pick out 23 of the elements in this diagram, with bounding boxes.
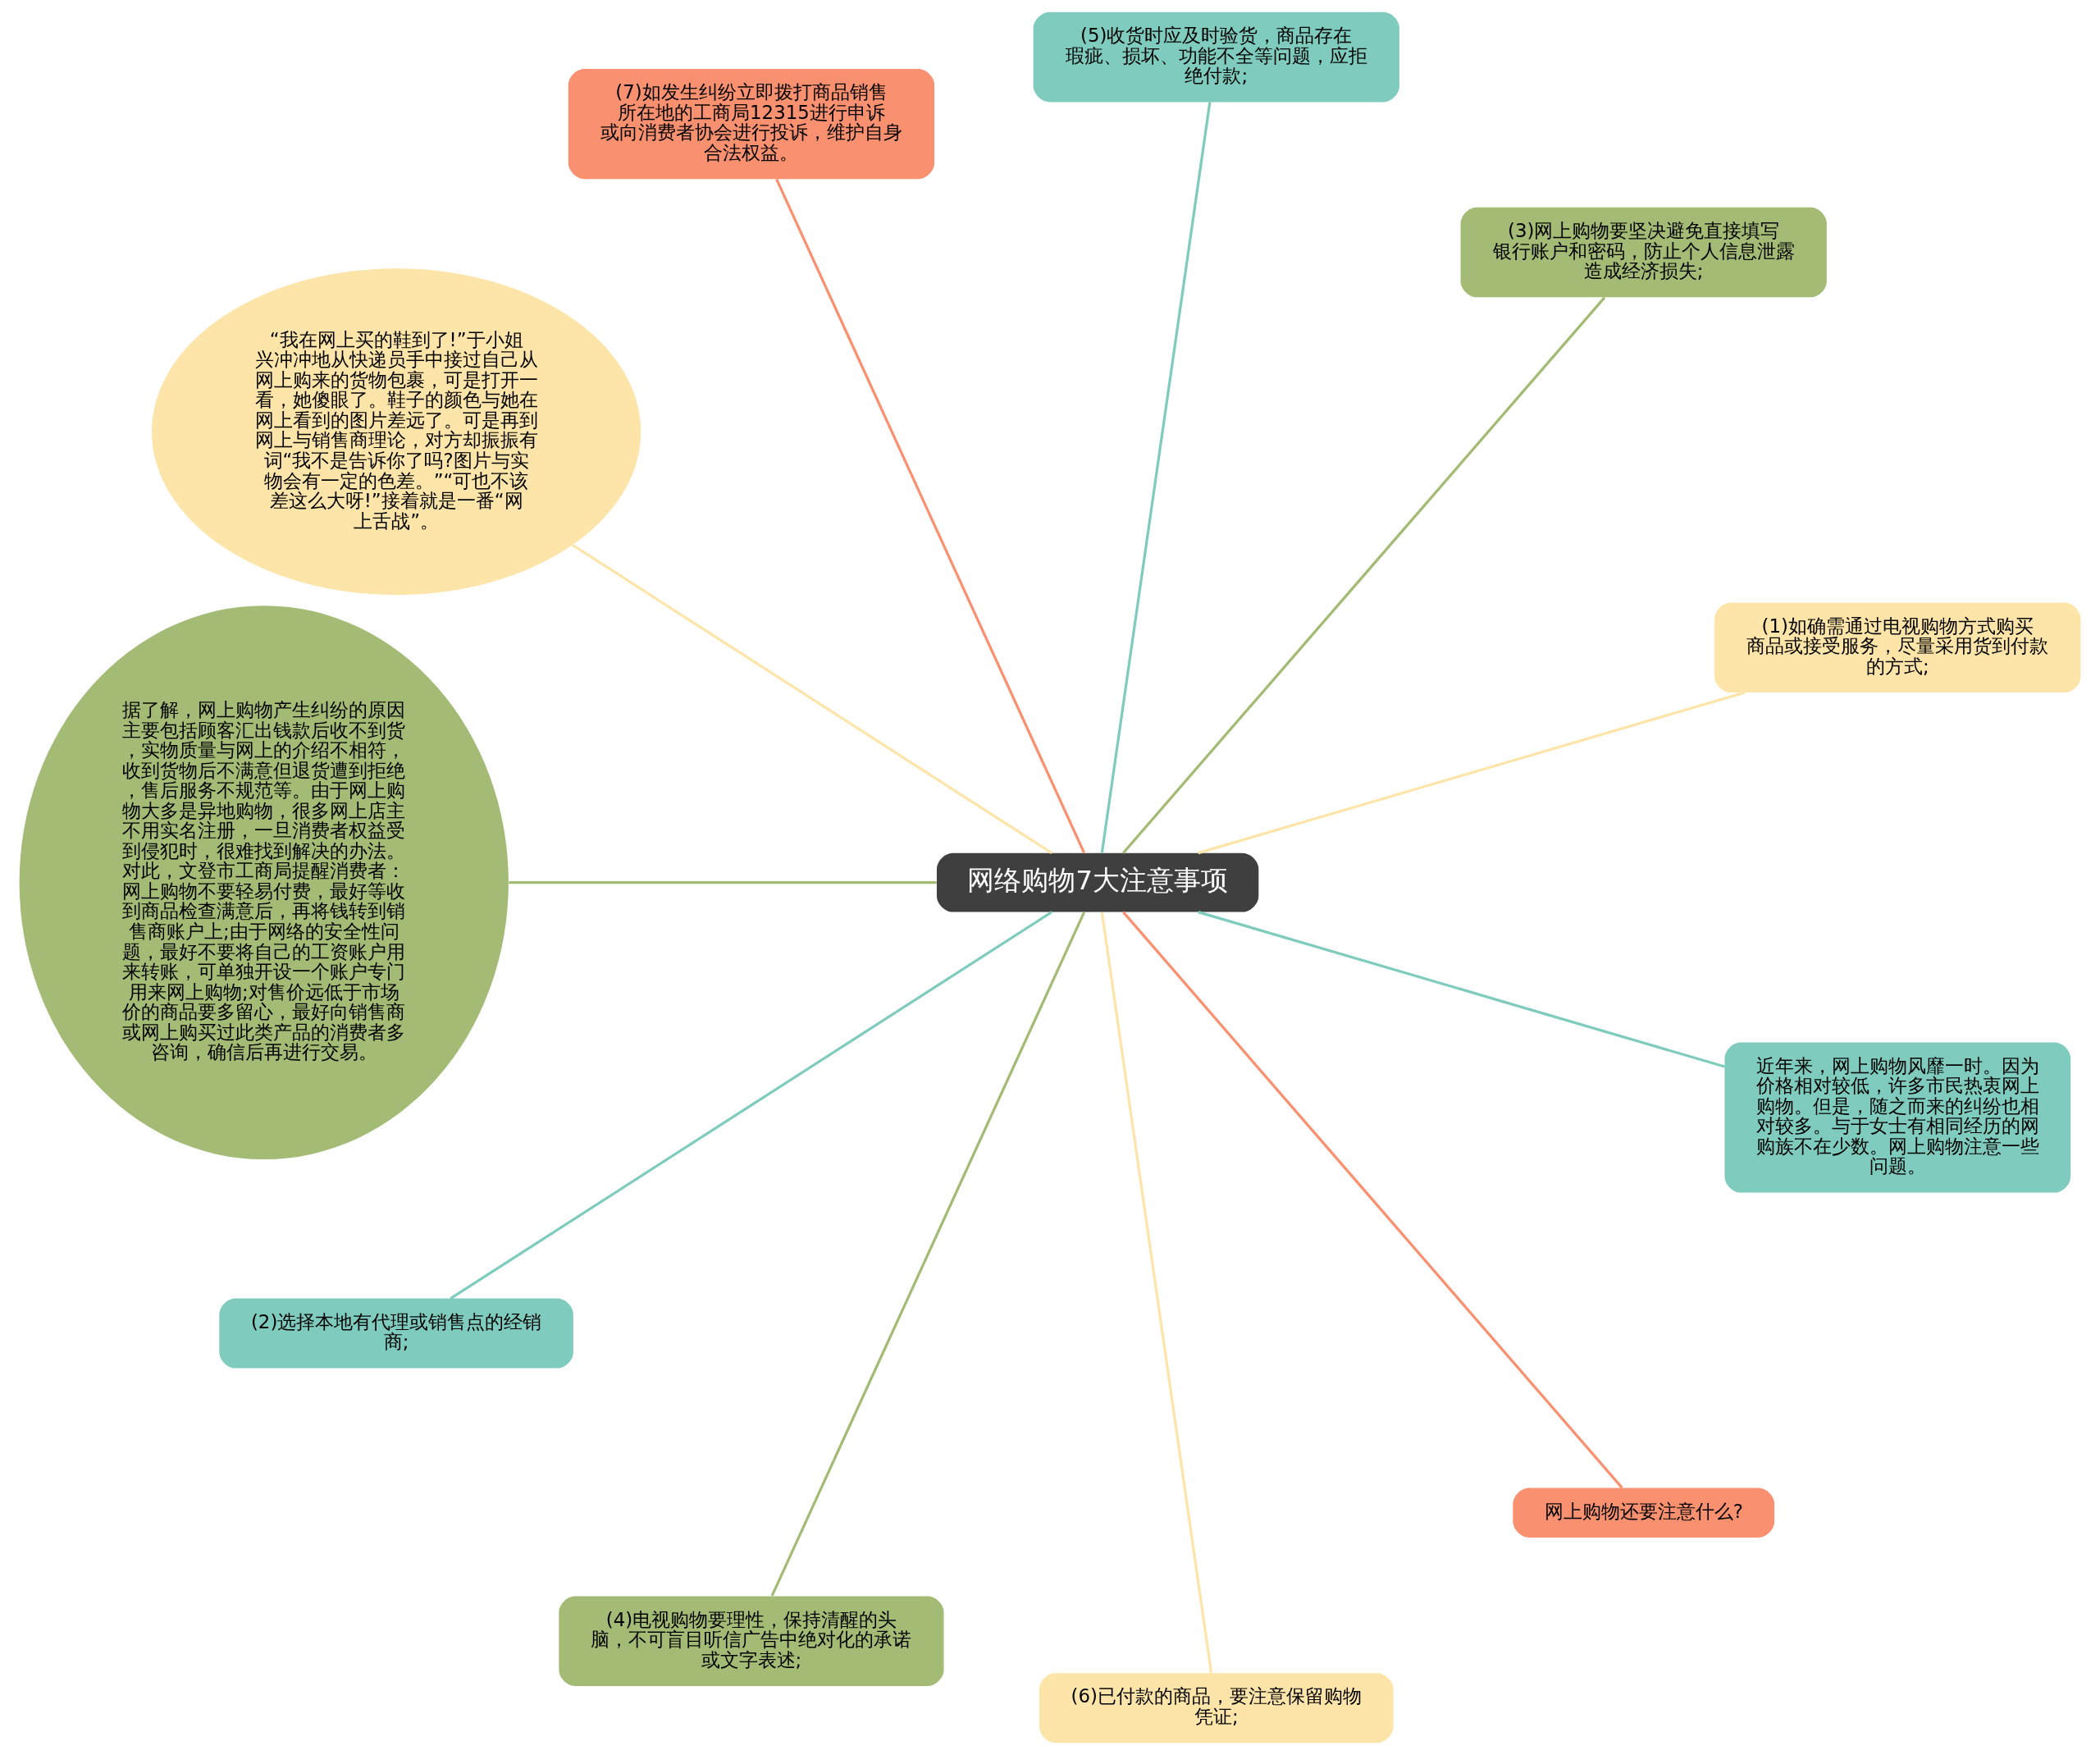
connector (1198, 911, 1725, 1068)
connector (450, 911, 1052, 1300)
connector (775, 178, 1086, 854)
node-box: 近年来，网上购物风靡一时。因为价格相对较低，许多市民热衷网上购物。但是，随之而来的纠纷也相对较多。与于女士有相同经历的网购族不在少数。网上购物注意一些问题。 (1724, 1042, 2071, 1193)
connector (1122, 911, 1623, 1489)
node-box: (3)网上购物要坚决避免直接填写银行账户和密码，防止个人信息泄露造成经济损失; (1460, 207, 1827, 298)
connector (1100, 912, 1213, 1673)
node-box: (5)收货时应及时验货，商品存在瑕疵、损坏、功能不全等问题，应拒绝付款; (1033, 11, 1399, 103)
node-ellipse: “我在网上买的鞋到了!”于小姐兴冲冲地从快递员手中接过自己从网上购来的货物包裹，可是打开一看，她傻眼了。鞋子的颜色与她在网上看到的图片差远了。可是再到网上与销售商理论，对方却振振有词“我不是告诉你了吗?图片与实物会有一定的色差。”“可也不该差这么大呀!”接着就是一番“网上舌战”。 (152, 268, 641, 596)
node-box: (2)选择本地有代理或销售点的经销商; (219, 1298, 573, 1369)
node-ellipse: 据了解，网上购物产生纠纷的原因主要包括顾客汇出钱款后收不到货，实物质量与网上的介绍不相符，收到货物后不满意但退货遭到拒绝，售后服务不规范等。由于网上购物大多是异地购物，很多网上店主不用实名注册，一旦消费者权益受到侵犯时，很难找到解决的办法。对此，文登市工商局提醒消费者：网上购物不要轻易付费，最好等收到商品检查满意后，再将钱转到销售商账户上;由于网络的安全性问题，最好不要将自己的工资账户用来转账，可单独开设一个账户专门用来网上购物;对售价远低于市场价的商品要多留心，最好向销售商或网上购买过此类产品的消费者多咨询，确信后再进行交易。 (19, 606, 509, 1160)
node-box: (1)如确需通过电视购物方式购买商品或接受服务，尽量采用货到付款的方式; (1714, 602, 2081, 693)
connector (572, 544, 1052, 854)
node-box: 网上购物还要注意什么? (1513, 1488, 1775, 1538)
connector (1122, 296, 1606, 854)
connector (509, 881, 937, 884)
connector (1198, 691, 1746, 855)
node-box: 网络购物7大注意事项 (936, 852, 1259, 912)
node-box: (7)如发生纠纷立即拨打商品销售所在地的工商局12315进行申诉或向消费者协会进行投诉，维护自身合法权益。 (568, 69, 935, 180)
connector (770, 912, 1086, 1597)
node-box: (4)电视购物要理性，保持清醒的头脑，不可盲目听信广告中绝对化的承诺或文字表述; (559, 1596, 944, 1686)
connector (1100, 102, 1212, 853)
node-box: (6)已付款的商品，要注意保留购物凭证; (1039, 1673, 1394, 1744)
